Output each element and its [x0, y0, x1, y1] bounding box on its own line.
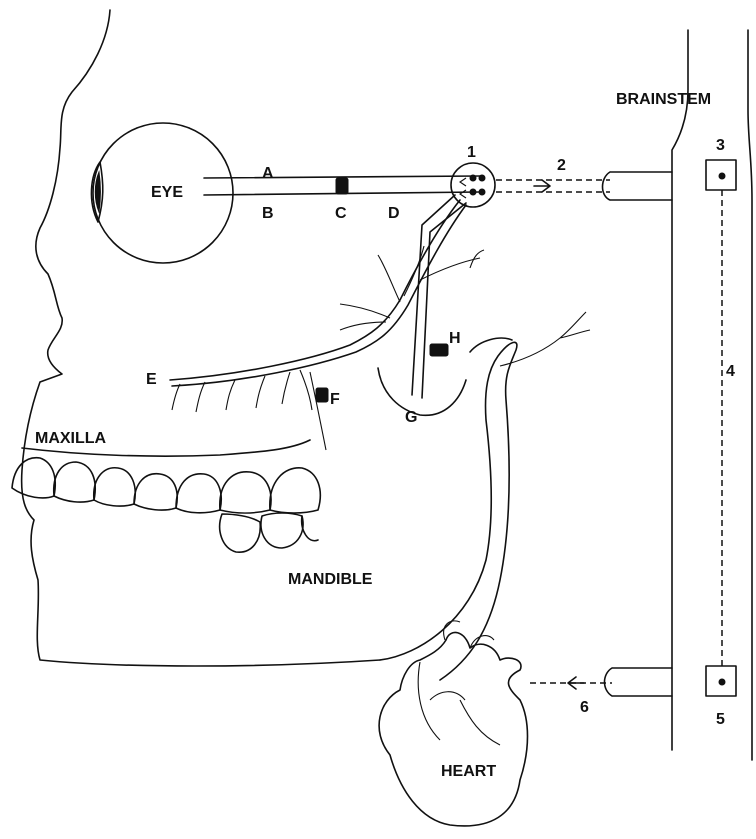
efferent-arrow — [568, 677, 584, 689]
number-6: 6 — [580, 699, 589, 716]
brainstem-right-wall — [748, 30, 752, 760]
afferent-tube — [603, 172, 673, 200]
pupil — [95, 172, 100, 212]
letter-c: C — [335, 205, 347, 222]
number-1: 1 — [467, 144, 476, 161]
mandibular-nerve-trunk — [412, 195, 466, 398]
heart-outline — [379, 632, 527, 826]
letter-b: B — [262, 205, 274, 222]
ganglion-dot-3 — [470, 189, 476, 195]
efferent-tube — [605, 668, 673, 696]
letter-e: E — [146, 371, 157, 388]
ganglion-dot-4 — [479, 189, 485, 195]
face-profile-outline — [22, 10, 380, 666]
mandible-outline — [380, 342, 517, 680]
trigeminal-ganglion — [451, 163, 495, 207]
letter-a: A — [262, 165, 274, 182]
number-3: 3 — [716, 137, 725, 154]
ganglion-arrows — [460, 178, 466, 198]
number-2: 2 — [557, 157, 566, 174]
brainstem-left-wall — [672, 30, 688, 750]
ganglion-dot-2 — [479, 175, 485, 181]
label-heart: HEART — [441, 763, 496, 780]
letter-g: G — [405, 409, 417, 426]
label-mandible: MANDIBLE — [288, 571, 373, 588]
letter-h: H — [449, 330, 461, 347]
nerve-branches-upper — [340, 246, 484, 330]
label-maxilla: MAXILLA — [35, 430, 107, 447]
block-f — [316, 388, 328, 402]
mandible-notch — [470, 338, 512, 352]
number-5: 5 — [716, 711, 725, 728]
block-h — [430, 344, 448, 356]
letter-f: F — [330, 391, 340, 408]
alveolar-branches — [172, 370, 326, 450]
nucleus-5-dot — [719, 679, 725, 685]
label-eye: EYE — [151, 184, 183, 201]
number-4: 4 — [726, 363, 735, 380]
ganglion-dot-1 — [470, 175, 476, 181]
lower-teeth — [220, 513, 318, 552]
afferent-arrow — [534, 180, 550, 192]
upper-teeth — [12, 458, 320, 513]
block-c — [336, 178, 348, 194]
nucleus-3-dot — [719, 173, 725, 179]
letter-d: D — [388, 205, 400, 222]
label-brainstem: BRAINSTEM — [616, 91, 711, 108]
